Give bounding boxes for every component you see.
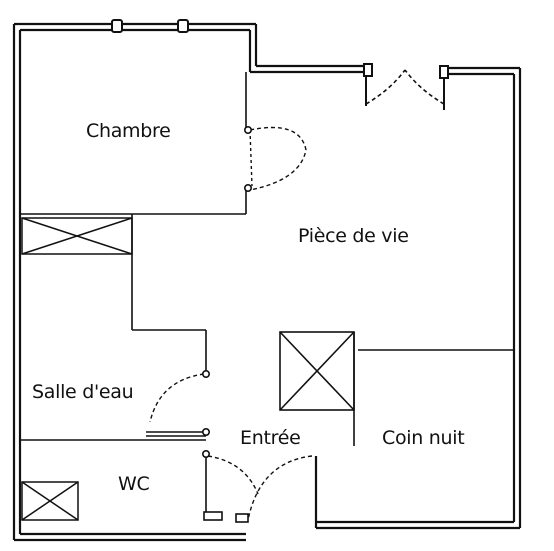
room-label-wc: WC xyxy=(118,473,149,495)
room-label-piece-de-vie: Pièce de vie xyxy=(298,225,409,247)
room-labels: Chambre Pièce de vie Salle d'eau Entrée … xyxy=(32,120,465,495)
chambre-closet xyxy=(21,217,133,255)
room-label-chambre: Chambre xyxy=(86,120,171,142)
door-entree-icon xyxy=(203,455,313,523)
french-door-icon xyxy=(363,63,449,110)
exterior-walls xyxy=(12,22,522,542)
door-salle-deau-icon xyxy=(149,369,211,436)
door-wc-icon xyxy=(202,449,259,495)
room-label-entree: Entrée xyxy=(240,427,300,449)
wc-closet xyxy=(21,481,79,521)
window-top-chambre xyxy=(111,19,189,33)
door-chambre-icon xyxy=(244,126,307,193)
room-label-salle-deau: Salle d'eau xyxy=(32,381,133,403)
living-closet xyxy=(279,331,355,411)
room-label-coin-nuit: Coin nuit xyxy=(382,427,464,449)
